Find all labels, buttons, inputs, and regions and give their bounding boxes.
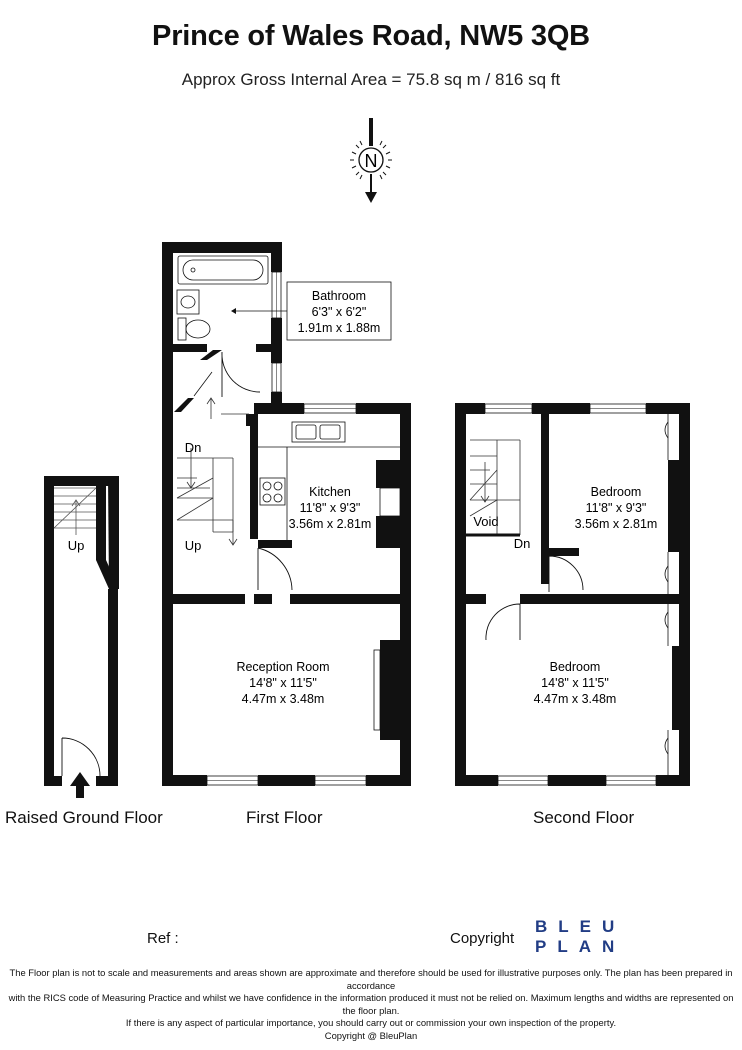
bedroom-rear-metric: 3.56m x 2.81m (575, 517, 658, 531)
bedroom-rear-name: Bedroom (591, 485, 642, 499)
reception-imperial: 14'8" x 11'5" (249, 676, 317, 690)
disclaimer-line-4: Copyright @ BleuPlan (324, 1029, 418, 1041)
kitchen-metric: 3.56m x 2.81m (289, 517, 372, 531)
reception-metric: 4.47m x 3.48m (242, 692, 325, 706)
disclaimer-line-2: with the RICS code of Measuring Practice… (8, 992, 734, 1016)
bleuplan-logo: BLEU PLAN (535, 917, 625, 957)
second-floor-stair-down: Dn (514, 536, 531, 551)
raised-ground-floor-label: Raised Ground Floor (5, 808, 163, 827)
bathroom-imperial: 6'3" x 6'2" (312, 305, 367, 319)
second-floor-plan: Void Dn Bedroom 11'8" x 9'3" 3.56m x 2.8… (455, 403, 690, 786)
page-title: Prince of Wales Road, NW5 3QB (152, 20, 590, 52)
compass-icon: N (350, 118, 392, 203)
bedroom-front-metric: 4.47m x 3.48m (534, 692, 617, 706)
area-subtitle: Approx Gross Internal Area = 75.8 sq m /… (181, 70, 561, 89)
kitchen-name: Kitchen (309, 485, 351, 499)
bathroom-name: Bathroom (312, 289, 366, 303)
bedroom-front-name: Bedroom (550, 660, 601, 674)
raised-ground-floor-plan: Up (44, 476, 119, 798)
first-floor-plan: Bathroom 6'3" x 6'2" 1.91m x 1.88m (162, 242, 411, 786)
second-floor-label: Second Floor (533, 808, 635, 827)
bedroom-front-imperial: 14'8" x 11'5" (541, 676, 609, 690)
first-floor-label: First Floor (246, 808, 323, 827)
raised-ground-stair-label: Up (68, 538, 85, 553)
disclaimer-line-1: The Floor plan is not to scale and measu… (9, 967, 733, 991)
bathroom-metric: 1.91m x 1.88m (298, 321, 381, 335)
reception-name: Reception Room (236, 660, 329, 674)
ref-label: Ref : (147, 930, 179, 947)
logo-line-1: BLEU (535, 917, 626, 936)
entrance-arrow-icon (70, 772, 90, 798)
bedroom-rear-imperial: 11'8" x 9'3" (586, 501, 647, 515)
void-label: Void (473, 514, 498, 529)
disclaimer: The Floor plan is not to scale and measu… (4, 967, 738, 1042)
logo-line-2: PLAN (535, 937, 626, 956)
compass-letter: N (365, 151, 378, 171)
copyright-label: Copyright (450, 930, 515, 947)
disclaimer-line-3: If there is any aspect of particular imp… (125, 1017, 617, 1028)
kitchen-imperial: 11'8" x 9'3" (300, 501, 361, 515)
first-floor-stair-down: Dn (185, 440, 202, 455)
first-floor-stair-up: Up (185, 538, 202, 553)
